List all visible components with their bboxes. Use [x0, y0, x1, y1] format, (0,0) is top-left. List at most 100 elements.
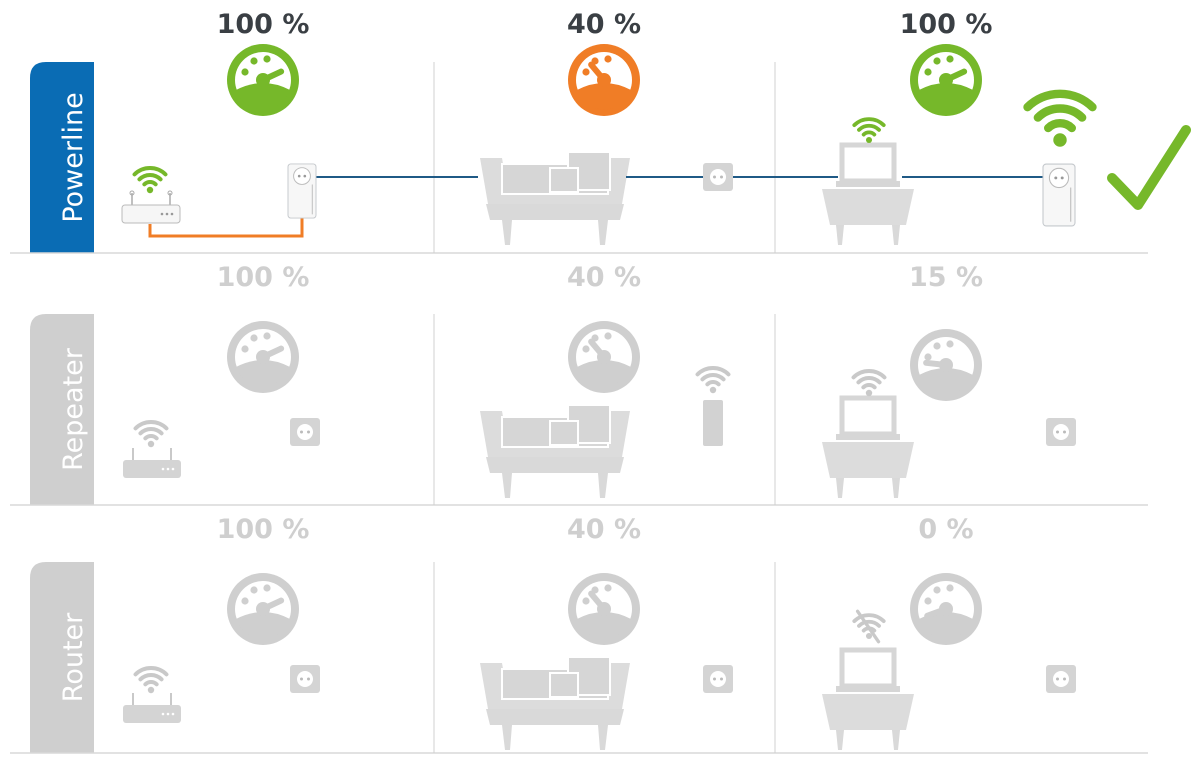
wifi-dot [146, 186, 154, 194]
wifi-arc [852, 117, 886, 128]
gauge-hub [597, 602, 611, 616]
wifi-arc [142, 180, 158, 187]
wifi-arc [852, 613, 886, 624]
wifi-arc [133, 666, 169, 677]
row-tab [30, 314, 94, 505]
gauge-hub [939, 358, 953, 372]
speed-gauge-icon [227, 321, 299, 393]
row-tab [30, 62, 94, 253]
wifi-icon [852, 117, 886, 144]
wifi-arc [1043, 119, 1077, 133]
gauge-tick [241, 345, 249, 353]
wifi-dot [865, 389, 873, 397]
wifi-dot [1053, 133, 1067, 147]
wifi-arc [861, 383, 877, 390]
wifi-icon [133, 420, 169, 448]
gauge-hub [597, 350, 611, 364]
gauge-base [919, 368, 973, 395]
wifi-arc [851, 369, 887, 380]
wifi-arc [700, 373, 726, 382]
wifi-arc [857, 123, 881, 132]
wifi-icon [851, 369, 887, 397]
gauge-tick [250, 586, 258, 594]
gauge-hub [256, 73, 270, 87]
gauge-base [577, 83, 631, 110]
wifi-dot [865, 632, 873, 640]
gauge-tick [946, 340, 954, 348]
router-icon [122, 447, 182, 479]
wall-socket-icon [1046, 418, 1076, 446]
slash [855, 609, 881, 644]
percent-label: 0 % [918, 514, 973, 545]
wifi-dot [147, 440, 155, 448]
gauge-base [919, 612, 973, 639]
speed-gauge-icon [227, 44, 299, 116]
gauge-tick [582, 68, 590, 76]
row-tab [30, 562, 94, 753]
laptop-desk-icon [822, 650, 914, 750]
check-icon [1107, 125, 1191, 210]
gauge-hub [256, 350, 270, 364]
gauge-tick [263, 584, 271, 592]
gauge-tick [582, 345, 590, 353]
gauge-base [577, 360, 631, 387]
speed-gauge-icon [568, 321, 640, 393]
row-tab-label: Repeater [58, 347, 89, 471]
gauge-base [236, 612, 290, 639]
wifi-dot [865, 136, 873, 144]
wifi-icon [133, 666, 169, 694]
speed-gauge-icon [910, 573, 982, 645]
ethernet-cable [148, 218, 304, 238]
gauge-tick [924, 68, 932, 76]
wifi-dot [147, 686, 155, 694]
wall-socket-icon [703, 163, 733, 191]
gauge-tick [241, 68, 249, 76]
gauge-tick [946, 55, 954, 63]
gauge-hub [597, 73, 611, 87]
sofa-icon [479, 151, 631, 246]
wall-socket-icon [290, 418, 320, 446]
percent-label: 15 % [909, 262, 983, 293]
repeater-icon [703, 400, 723, 446]
laptop-desk-icon [822, 145, 914, 245]
gauge-tick [250, 57, 258, 65]
wifi-dot [709, 386, 717, 394]
wifi-icon-large [1023, 89, 1097, 147]
row-tab-label: Router [58, 612, 89, 702]
gauge-tick [604, 332, 612, 340]
wifi-icon [695, 366, 731, 394]
laptop-desk-icon [822, 398, 914, 498]
wifi-arc [138, 427, 164, 436]
gauge-base [236, 360, 290, 387]
percent-label: 40 % [567, 9, 641, 40]
gauge-tick [946, 584, 954, 592]
percent-label: 100 % [900, 9, 993, 40]
gauge-base [577, 612, 631, 639]
gauge-base [919, 83, 973, 110]
gauge-tick [933, 342, 941, 350]
wifi-arc [705, 380, 721, 387]
no-wifi-icon [852, 609, 886, 644]
gauge-tick [924, 353, 932, 361]
percent-label: 40 % [567, 262, 641, 293]
speed-gauge-icon [568, 44, 640, 116]
wifi-arc [695, 366, 731, 377]
wifi-icon [132, 166, 168, 194]
percent-label: 100 % [217, 514, 310, 545]
speed-gauge-icon [910, 44, 982, 116]
row-tab-label: Powerline [58, 92, 89, 222]
wall-socket-icon [1046, 665, 1076, 693]
wifi-arc [138, 673, 164, 682]
wifi-arc [143, 680, 159, 687]
wifi-arc [857, 619, 881, 628]
powerline-wifi-adapter-icon [1042, 163, 1076, 227]
sofa-icon [479, 404, 631, 499]
wifi-arc [861, 130, 877, 137]
wifi-arc [1023, 89, 1097, 112]
gauge-tick [604, 55, 612, 63]
gauge-hub [939, 602, 953, 616]
router-icon [121, 190, 181, 224]
wall-socket-icon [703, 665, 733, 693]
